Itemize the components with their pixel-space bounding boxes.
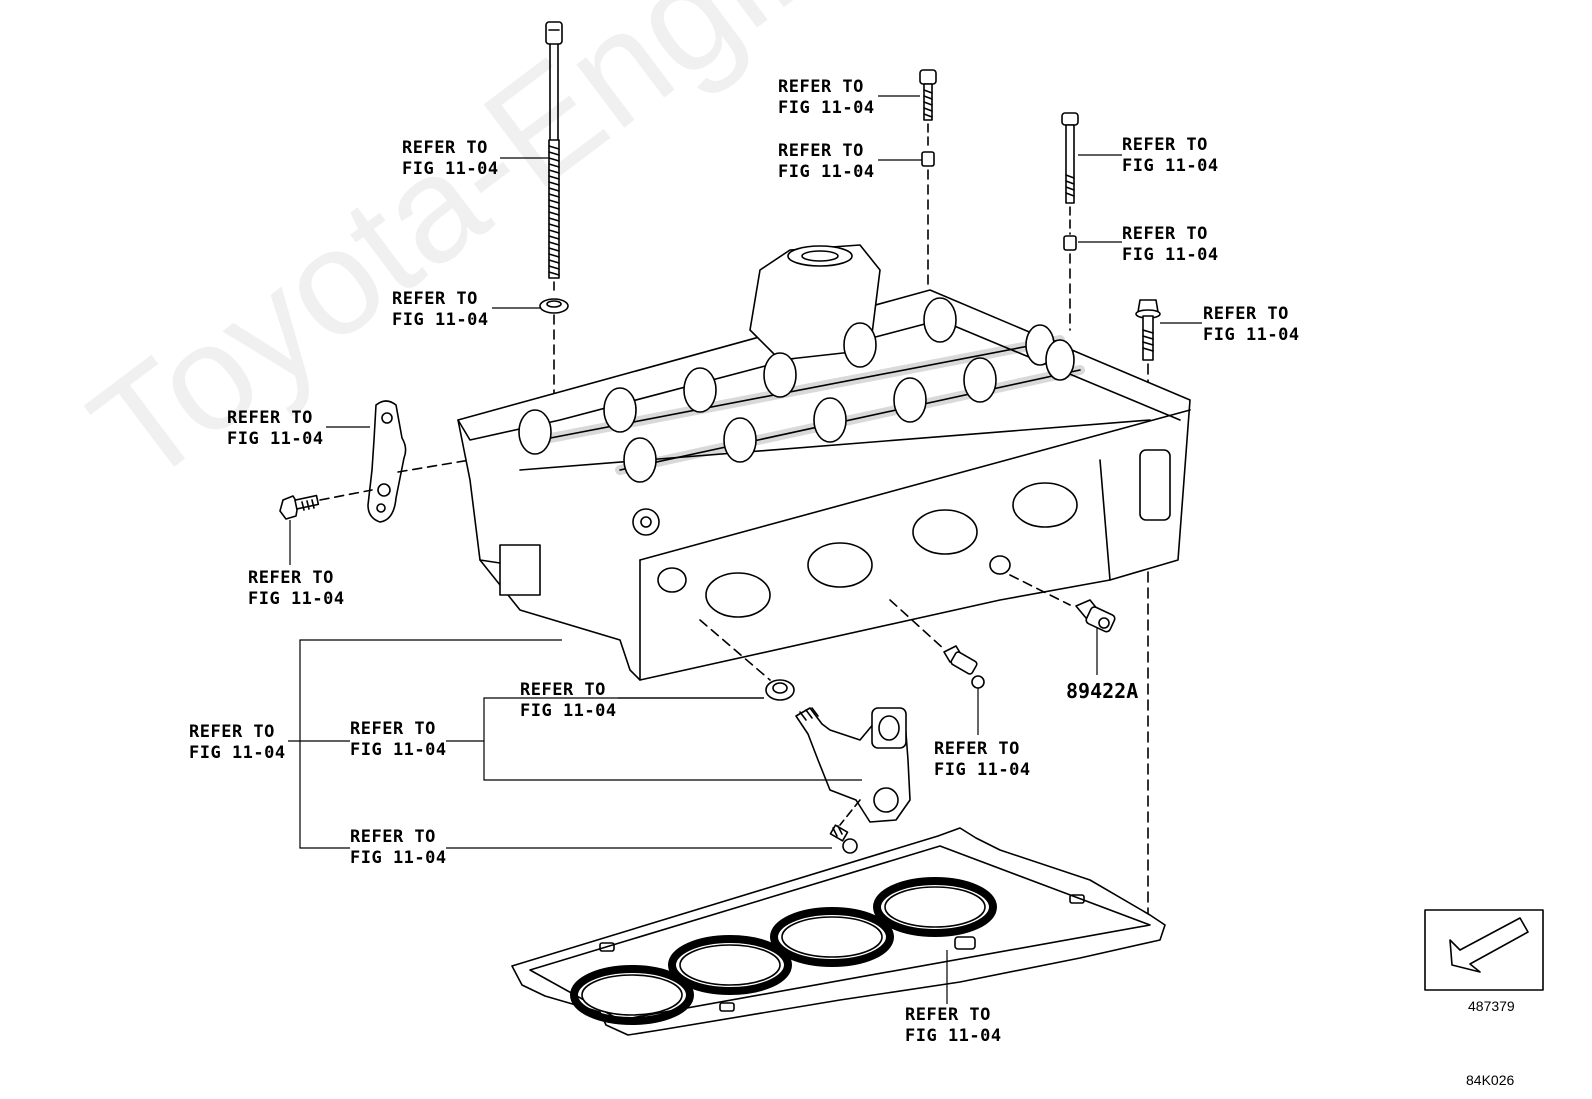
plug-icon <box>943 645 985 689</box>
oil-control-valve-icon <box>795 707 911 823</box>
part-number-label: 89422A <box>1066 679 1139 703</box>
top-bolt-icon <box>919 69 937 151</box>
bracket-bolt-icon <box>279 494 320 520</box>
gasket-ring-icon <box>765 679 795 701</box>
cylinder-head-icon <box>457 244 1191 681</box>
figure-code: 84K026 <box>1466 1072 1515 1088</box>
valve-screw-icon <box>829 824 858 854</box>
top-pin-icon <box>921 151 935 291</box>
bracket-icon <box>367 400 407 523</box>
view-direction-icon <box>1424 909 1544 991</box>
right-bolt-icon <box>1061 112 1079 235</box>
washer-icon <box>539 298 569 411</box>
view-code: 487379 <box>1468 998 1515 1014</box>
head-gasket-icon <box>511 827 1166 1036</box>
long-bolt-icon <box>545 21 563 293</box>
temperature-sensor-icon <box>1075 599 1116 633</box>
right-pin-icon <box>1063 235 1077 331</box>
flange-bolt-icon <box>1135 299 1161 916</box>
